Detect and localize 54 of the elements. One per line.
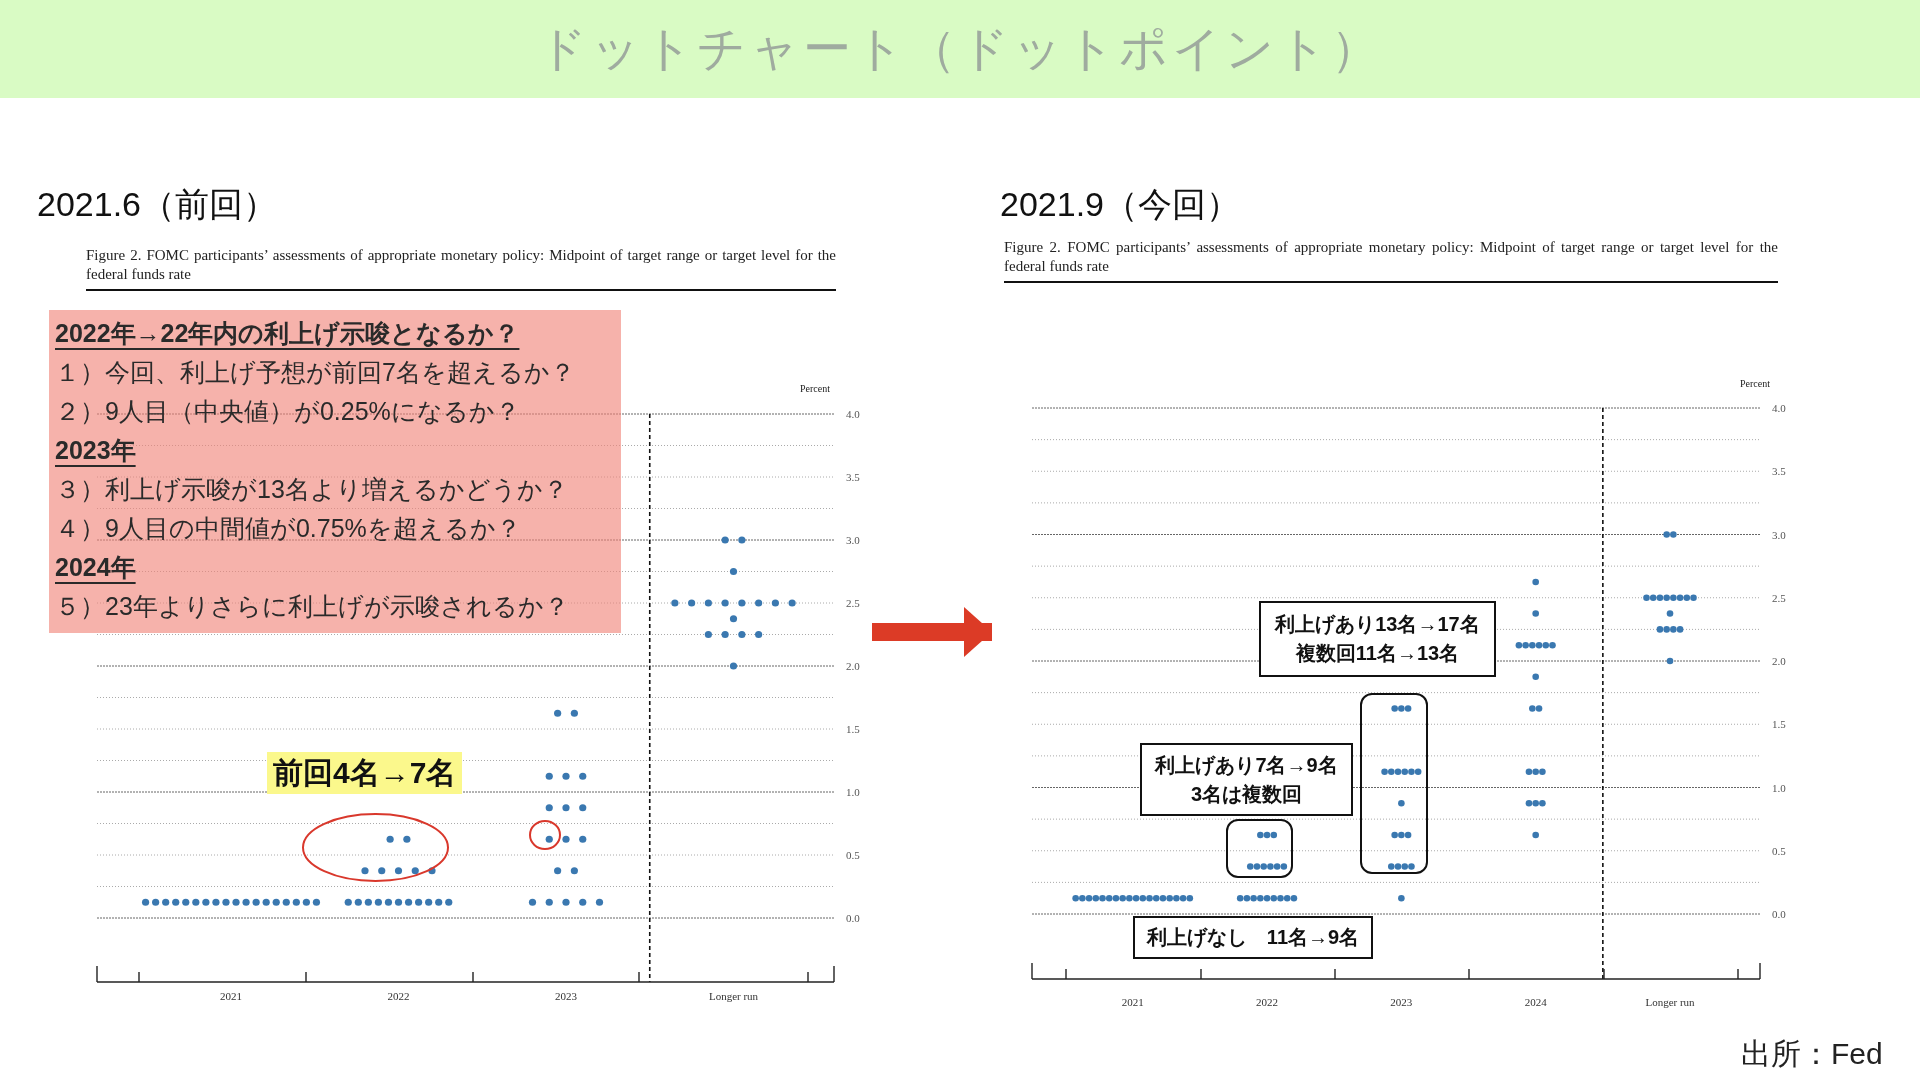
tick-label: 2.5 xyxy=(846,596,860,610)
tick-label: 0.5 xyxy=(846,848,860,862)
note-text: 利上げなし 11名→9名 xyxy=(1146,925,1360,950)
question-item: ５）23年よりさらに利上げが示唆されるか？ xyxy=(55,591,570,622)
question-item: ３）利上げ示唆が13名より増えるかどうか？ xyxy=(55,474,569,505)
note-text: 利上げあり7名→9名3名は複数回 xyxy=(1155,752,1338,807)
arrow xyxy=(872,607,992,657)
tick-label: 0.0 xyxy=(846,911,860,925)
tick-label: 1.5 xyxy=(1772,717,1786,732)
page-title: ドットチャート（ドットポイント） xyxy=(537,21,1383,77)
tick-label: 4.0 xyxy=(1772,401,1786,415)
axis-label: 2023 xyxy=(555,990,577,1002)
chart-caption: Figure 2. FOMC participants’ assessments of appropriate monetary policy: Midpoint of target range or target level for the federal funds rate xyxy=(86,246,836,284)
tick-label: 4.0 xyxy=(846,407,860,421)
question-item: ２）9人目（中央値）が0.25%になるか？ xyxy=(55,396,521,427)
tick-label: 1.0 xyxy=(846,785,860,799)
panel-heading: 2021.9（今回） xyxy=(1000,184,1240,225)
tick-label: 1.5 xyxy=(846,722,860,736)
panel-heading: 2021.6（前回） xyxy=(37,184,277,225)
axis-label: 2022 xyxy=(387,990,410,1002)
axis-title: Percent xyxy=(800,383,830,394)
note-box xyxy=(1140,743,1353,816)
tick-label: 2.5 xyxy=(1772,590,1786,605)
source-note: 出所：Fed xyxy=(1741,1036,1883,1072)
tick-label: 3.0 xyxy=(846,533,860,547)
tick-label: 2.0 xyxy=(846,659,860,673)
axis-label: Longer run xyxy=(1645,996,1695,1008)
question-heading: 2023年 xyxy=(55,435,137,466)
note-box xyxy=(1133,916,1373,959)
note-text: 利上げあり13名→17名複数回11名→13名 xyxy=(1275,612,1480,666)
tick-label: 3.0 xyxy=(1772,527,1786,542)
axis-label: 2022 xyxy=(1256,996,1279,1008)
highlight-frame xyxy=(1360,693,1428,874)
axis-label: 2024 xyxy=(1524,996,1547,1008)
axis-label: 2021 xyxy=(220,990,242,1002)
question-item: １）今回、利上げ予想が前回7名を超えるか？ xyxy=(55,357,576,388)
tick-label: 0.0 xyxy=(1772,907,1786,921)
tick-label: 3.5 xyxy=(846,470,860,484)
highlight-frame xyxy=(1226,819,1293,878)
tick-label: 0.5 xyxy=(1772,843,1786,858)
question-heading: 2022年→22年内の利上げ示唆となるか？ xyxy=(55,318,521,349)
chart-caption: Figure 2. FOMC participants’ assessments of appropriate monetary policy: Midpoint of target range or target level for the federal funds rate xyxy=(1004,238,1778,276)
question-panel xyxy=(49,310,621,633)
axis-label: Longer run xyxy=(708,990,759,1002)
highlight-label: 前回4名→7名 xyxy=(267,752,463,794)
axis-label: 2023 xyxy=(1390,996,1413,1008)
question-item: ４）9人目の中間値が0.75%を超えるか？ xyxy=(55,513,522,544)
axis-title: Percent xyxy=(1740,378,1770,389)
question-heading: 2024年 xyxy=(55,552,137,583)
tick-label: 2.0 xyxy=(1772,654,1786,668)
axis-label: 2021 xyxy=(1121,996,1144,1008)
note-box xyxy=(1259,601,1496,677)
tick-label: 3.5 xyxy=(1772,464,1786,479)
tick-label: 1.0 xyxy=(1772,780,1786,795)
